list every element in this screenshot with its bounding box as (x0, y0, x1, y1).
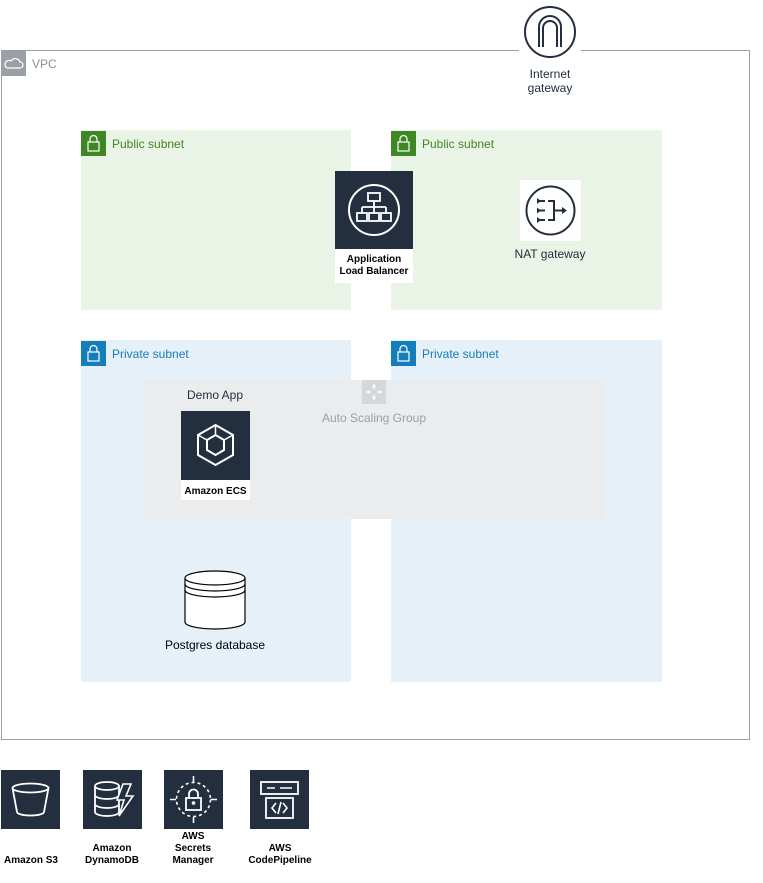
private-subnet-left-label: Private subnet (112, 347, 189, 361)
lock-icon (81, 131, 106, 156)
load-balancer-icon (335, 171, 413, 249)
private-subnet-right-label: Private subnet (422, 347, 499, 361)
secrets-manager-icon (164, 770, 223, 829)
codepipeline-icon (250, 770, 309, 829)
service-label-secrets-manager-line1: AWS (181, 831, 205, 842)
lock-icon (81, 341, 106, 366)
public-subnet-right-label: Public subnet (422, 137, 495, 151)
service-label-secrets-manager-line3: Manager (172, 855, 214, 866)
vpc-container (1, 50, 750, 740)
alb-label-line1: Application (346, 254, 402, 265)
auto-scaling-icon (362, 380, 386, 404)
service-label-dynamodb-line2: DynamoDB (85, 855, 139, 866)
internet-gateway-label-line1: Internet (529, 67, 571, 81)
ecs-icon (181, 411, 250, 480)
database-icon (184, 570, 246, 630)
service-label-secrets-manager-line2: Secrets (174, 843, 212, 854)
ecs-label-bg (181, 480, 250, 500)
auto-scaling-group-label: Auto Scaling Group (321, 411, 427, 425)
public-subnet-left-label: Public subnet (112, 137, 185, 151)
service-label-s3-line1: Amazon S3 (4, 855, 58, 866)
dynamodb-icon (83, 770, 142, 829)
service-label-dynamodb-line1: Amazon (92, 843, 132, 854)
alb-label: Application Load Balancer (324, 254, 424, 278)
service-label-codepipeline: AWS CodePipeline (238, 843, 322, 867)
lock-icon (391, 341, 416, 366)
alb-label-bg (335, 249, 413, 283)
nat-gateway-icon (520, 180, 581, 241)
s3-bucket-icon (1, 770, 60, 829)
internet-gateway-label-line2: gateway (527, 81, 573, 95)
service-label-s3: Amazon S3 (0, 855, 67, 867)
public-subnet-left (81, 130, 351, 310)
alb-label-line2: Load Balancer (339, 266, 409, 277)
internet-gateway-icon (518, 0, 582, 64)
database-label: Postgres database (164, 638, 266, 652)
lock-icon (391, 131, 416, 156)
internet-gateway-label: Internet gateway (500, 67, 600, 95)
service-label-codepipeline-line1: AWS (268, 843, 292, 854)
vpc-label: VPC (32, 57, 57, 71)
ecs-label: Amazon ECS (184, 486, 247, 497)
nat-gateway-label: NAT gateway (514, 247, 586, 261)
service-label-codepipeline-line2: CodePipeline (248, 855, 312, 866)
cloud-icon (1, 51, 26, 76)
service-label-secrets-manager: AWS Secrets Manager (153, 831, 233, 867)
demo-app-label: Demo App (187, 388, 244, 402)
service-label-dynamodb: Amazon DynamoDB (72, 843, 152, 867)
